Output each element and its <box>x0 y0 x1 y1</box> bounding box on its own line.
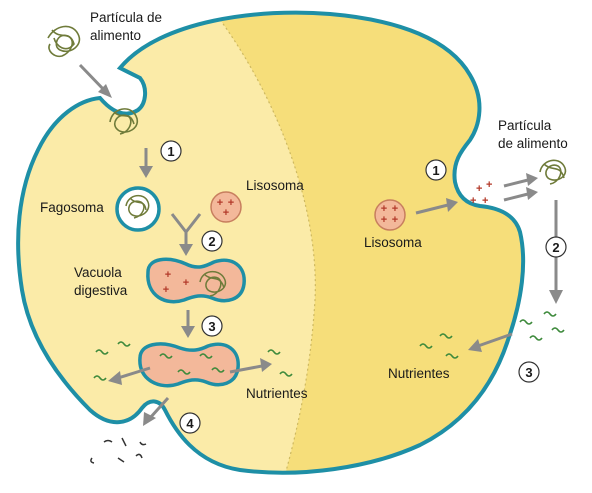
nutrients-outflow-left <box>108 358 272 385</box>
food-particle-right <box>539 159 567 185</box>
arrow-into-cell <box>78 63 112 98</box>
free-nutrients-left <box>93 341 293 381</box>
label-food-particle-right-1: Partícula <box>498 118 552 133</box>
step-3-right-badge: 3 <box>518 361 540 383</box>
step-2-right-badge: 2 <box>545 236 567 258</box>
phagosome <box>115 186 161 232</box>
absorbed-nutrients-right <box>419 333 459 359</box>
svg-text:2: 2 <box>208 234 215 249</box>
svg-text:+: + <box>392 214 398 226</box>
label-food-particle-left-2: alimento <box>90 28 141 43</box>
svg-text:+: + <box>470 195 476 207</box>
label-food-particle-left-1: Partícula de <box>90 10 162 25</box>
svg-text:1: 1 <box>432 163 439 178</box>
label-lysosome-right: Lisosoma <box>364 235 422 250</box>
step-1-right-badge: 1 <box>425 159 447 181</box>
svg-text:+: + <box>223 207 229 219</box>
divider-line <box>204 12 316 473</box>
digestive-vacuole: + + + <box>146 257 246 304</box>
label-lysosome-left: Lisosoma <box>246 178 304 193</box>
label-nutrients-right: Nutrientes <box>388 366 450 381</box>
arrow-fusion-head <box>179 244 193 256</box>
food-in-invagination <box>109 108 139 135</box>
cell <box>16 10 526 475</box>
svg-text:3: 3 <box>208 319 215 334</box>
label-vacuole-2: digestiva <box>74 283 128 298</box>
svg-text:+: + <box>228 197 234 209</box>
arrow-step4 <box>143 396 170 426</box>
vacuole-nutrients <box>138 342 240 388</box>
svg-text:4: 4 <box>186 416 194 431</box>
arrows-enzymes-out <box>503 173 538 202</box>
arrow-step1-left <box>139 148 153 178</box>
svg-text:+: + <box>217 197 223 209</box>
svg-text:+: + <box>476 183 482 195</box>
svg-text:+: + <box>165 269 171 281</box>
enzymes-outside: + + + + <box>470 179 492 207</box>
waste-particles <box>90 437 147 464</box>
cell-membrane <box>16 10 526 475</box>
svg-text:+: + <box>486 179 492 191</box>
svg-text:+: + <box>163 284 169 296</box>
svg-text:1: 1 <box>167 144 174 159</box>
food-particle-left <box>47 25 81 58</box>
step-3-left-badge: 3 <box>201 315 223 337</box>
step-1-left-badge: 1 <box>160 140 182 162</box>
label-food-particle-right-2: de alimento <box>498 136 568 151</box>
svg-text:+: + <box>482 195 488 207</box>
svg-text:2: 2 <box>552 240 559 255</box>
label-phagosome: Fagosoma <box>40 200 104 215</box>
arrow-fusion <box>170 213 202 246</box>
svg-text:+: + <box>392 203 398 215</box>
lysosome-right: + + + + <box>374 199 406 231</box>
arrow-step3-left <box>181 310 195 338</box>
svg-text:+: + <box>381 203 387 215</box>
label-nutrients-left: Nutrientes <box>246 386 308 401</box>
svg-text:+: + <box>183 277 189 289</box>
arrow-nutrients-absorb <box>468 332 513 352</box>
svg-text:3: 3 <box>525 365 532 380</box>
label-vacuole-1: Vacuola <box>74 265 122 280</box>
free-nutrients-right <box>519 311 565 341</box>
arrow-lysosome-secretion <box>415 198 458 215</box>
step-4-badge: 4 <box>179 412 201 434</box>
step-2-left-badge: 2 <box>201 230 223 252</box>
svg-text:+: + <box>381 214 387 226</box>
lysosome-left: + + + <box>210 191 242 223</box>
